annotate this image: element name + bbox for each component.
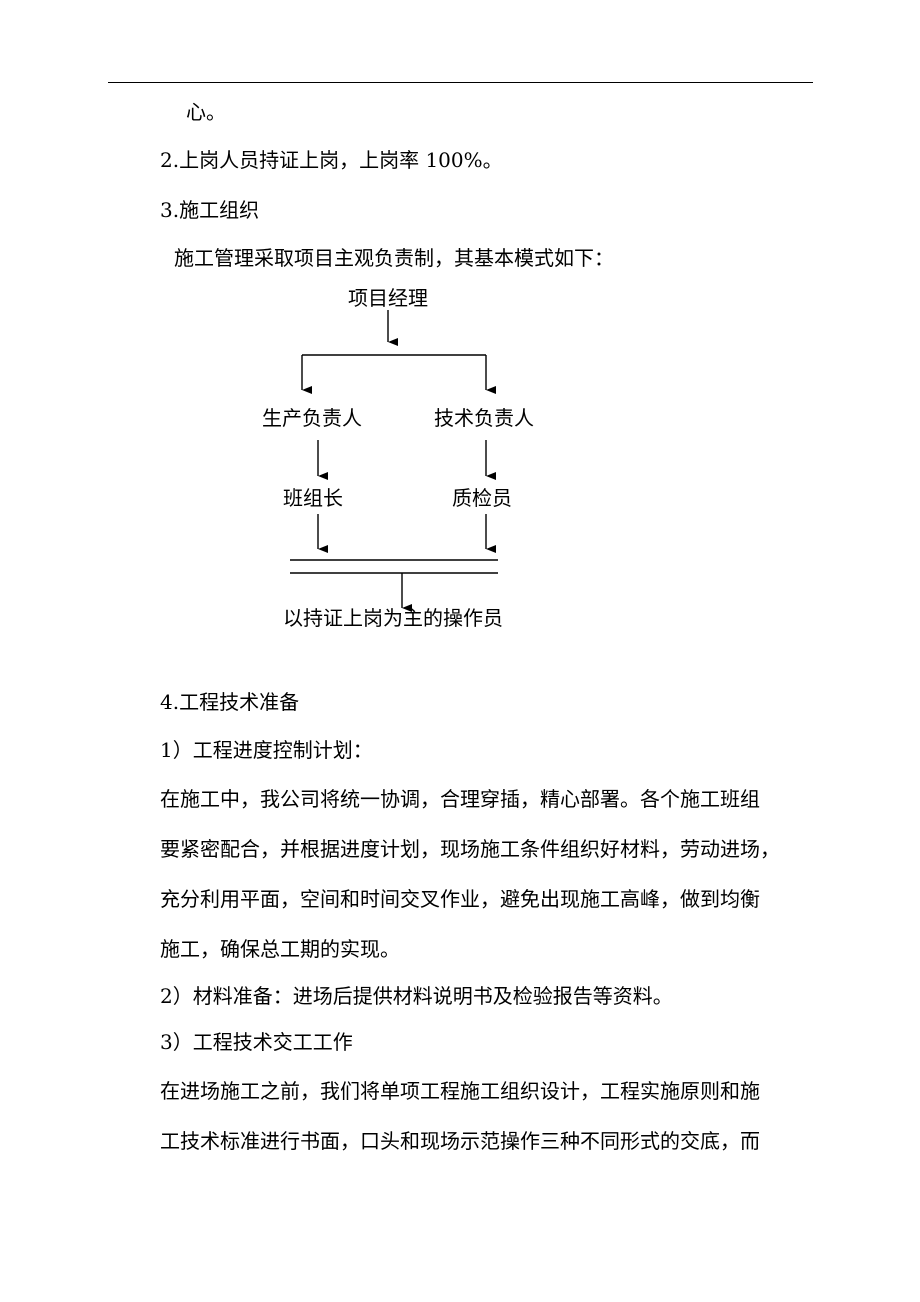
org-chart-connectors [290, 310, 498, 612]
item-3-heading: 3.施工组织 [160, 198, 260, 222]
paragraph-line: 要紧密配合，并根据进度计划，现场施工条件组织好材料，劳动进场， [160, 837, 780, 861]
org-node-quality-inspector: 质检员 [452, 486, 512, 510]
org-node-operators: 以持证上岗为主的操作员 [283, 606, 503, 630]
sub-1-heading: 1）工程进度控制计划： [160, 738, 373, 762]
item-3-intro: 施工管理采取项目主观负责制，其基本模式如下： [174, 246, 614, 270]
org-node-production-lead: 生产负责人 [262, 406, 362, 430]
sub-3-paragraph: 在进场施工之前，我们将单项工程施工组织设计，工程实施原则和施 工技术标准进行书面… [160, 1066, 820, 1166]
paragraph-line: 充分利用平面，空间和时间交叉作业，避免出现施工高峰，做到均衡 [160, 887, 760, 911]
item-4-heading: 4.工程技术准备 [160, 690, 300, 714]
sub-2-text: 2）材料准备：进场后提供材料说明书及检验报告等资料。 [160, 984, 673, 1008]
sub-3-heading: 3）工程技术交工工作 [160, 1030, 353, 1054]
org-node-technical-lead: 技术负责人 [434, 406, 534, 430]
header-rule [108, 82, 813, 83]
org-node-project-manager: 项目经理 [348, 286, 428, 310]
paragraph-line: 在进场施工之前，我们将单项工程施工组织设计，工程实施原则和施 [160, 1079, 760, 1103]
org-node-team-leader: 班组长 [283, 486, 343, 510]
sub-1-paragraph: 在施工中，我公司将统一协调，合理穿插，精心部署。各个施工班组 要紧密配合，并根据… [160, 774, 820, 974]
item-2-text: 2.上岗人员持证上岗，上岗率 100%。 [160, 148, 503, 172]
paragraph-line: 施工，确保总工期的实现。 [160, 937, 400, 961]
paragraph-line: 工技术标准进行书面，口头和现场示范操作三种不同形式的交底，而 [160, 1129, 760, 1153]
paragraph-line: 在施工中，我公司将统一协调，合理穿插，精心部署。各个施工班组 [160, 787, 760, 811]
line-continuation: 心。 [186, 100, 226, 124]
